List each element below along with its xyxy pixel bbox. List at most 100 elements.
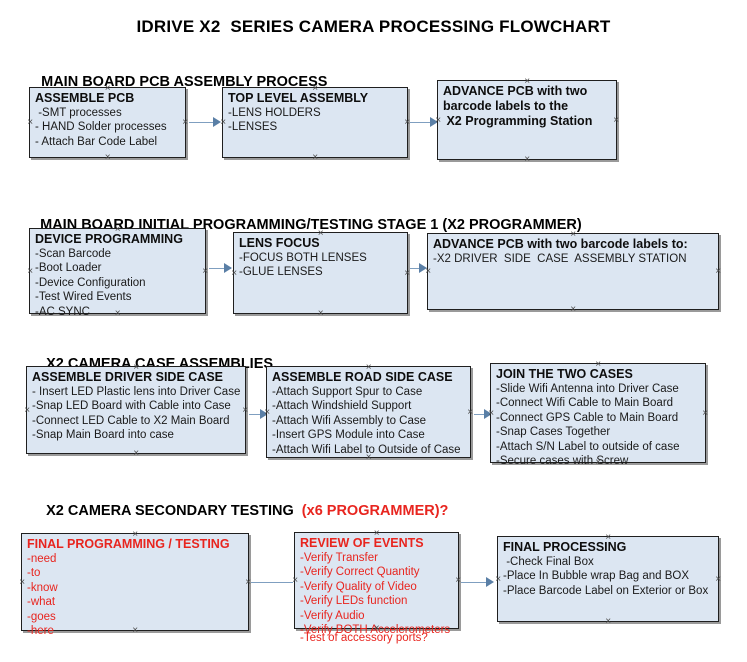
process-box-top-level-assembly[interactable]: TOP LEVEL ASSEMBLY -LENS HOLDERS -LENSES — [222, 87, 408, 158]
box-title: LENS FOCUS — [239, 236, 320, 250]
resize-handle-bottom[interactable] — [594, 458, 603, 467]
box-line: -Attach Wifi Label to Outside of Case — [272, 443, 461, 456]
box-line: -to — [27, 567, 41, 580]
process-box-final-processing[interactable]: FINAL PROCESSING -Check Final Box -Place… — [497, 536, 719, 622]
box-line: X2 Programming Station — [443, 114, 593, 128]
resize-handle-top[interactable] — [103, 84, 112, 93]
box-line: -Insert GPS Module into Case — [272, 429, 425, 442]
box-line: -Snap LED Board with Cable into Case — [32, 400, 231, 413]
box-line: -Verify Audio — [300, 609, 365, 622]
resize-handle-top[interactable] — [364, 363, 373, 372]
resize-handle-top[interactable] — [569, 230, 578, 239]
resize-handle-right[interactable] — [701, 409, 710, 418]
connector-arrow[interactable] — [474, 414, 490, 415]
resize-handle-top[interactable] — [523, 77, 532, 86]
box-line: -LENSES — [228, 121, 278, 134]
process-box-final-programming-testing[interactable]: FINAL PROGRAMMING / TESTING -need -to -k… — [18, 530, 249, 637]
resize-handle-bottom[interactable] — [316, 309, 325, 318]
connector-arrowhead-icon — [486, 577, 494, 587]
resize-handle-bottom[interactable] — [569, 305, 578, 314]
process-box-review-of-events[interactable]: REVIEW OF EVENTS -Verify Transfer -Verif… — [291, 529, 459, 644]
process-box-join-the-two-cases[interactable]: JOIN THE TWO CASES -Slide Wifi Antenna i… — [487, 360, 706, 467]
box-title: ASSEMBLE DRIVER SIDE CASE — [32, 370, 224, 384]
box-line: -Verify Transfer — [300, 552, 378, 564]
box-line: -Attach Wifi Assembly to Case — [272, 414, 427, 427]
box-line: -Verify BOTH Accelerometers — [300, 624, 451, 637]
resize-handle-bottom[interactable] — [364, 453, 373, 462]
resize-handle-left[interactable] — [26, 267, 35, 276]
page-title: IDRIVE X2 SERIES CAMERA PROCESSING FLOWC… — [136, 17, 611, 36]
section-heading-text: X2 CAMERA SECONDARY TESTING — [46, 503, 302, 519]
connector-arrow[interactable] — [249, 414, 267, 415]
resize-handle-left[interactable] — [230, 269, 239, 278]
section-heading-annotation: (x6 PROGRAMMER)? — [301, 503, 449, 519]
resize-handle-bottom[interactable] — [113, 309, 122, 318]
connector-arrow[interactable] — [410, 122, 435, 123]
resize-handle-right[interactable] — [466, 408, 475, 417]
box-line: -Secure cases with Screw — [496, 455, 629, 468]
box-title: TOP LEVEL ASSEMBLY — [228, 91, 369, 105]
connector-arrow[interactable] — [251, 582, 293, 583]
connector-arrow[interactable] — [461, 582, 492, 583]
resize-handle-top[interactable] — [604, 533, 613, 542]
box-title: DEVICE PROGRAMMING — [35, 232, 183, 246]
box-line: -Test Wired Events — [35, 291, 132, 304]
box-line: -here — [27, 625, 54, 638]
resize-handle-left[interactable] — [263, 408, 272, 417]
resize-handle-left[interactable] — [434, 116, 443, 125]
box-line: -Connect GPS Cable to Main Board — [496, 411, 679, 424]
box-line: -need — [27, 553, 57, 565]
process-box-assemble-pcb[interactable]: ASSEMBLE PCB -SMT processes - HAND Solde… — [29, 87, 186, 158]
resize-handle-right[interactable] — [612, 116, 621, 125]
resize-handle-right[interactable] — [714, 267, 723, 276]
resize-handle-top[interactable] — [132, 363, 141, 372]
resize-handle-bottom[interactable] — [131, 626, 140, 635]
resize-handle-top[interactable] — [316, 229, 325, 238]
resize-handle-bottom[interactable] — [604, 617, 613, 626]
resize-handle-left[interactable] — [26, 118, 35, 127]
box-line: -Place In Bubble wrap Bag and BOX — [503, 570, 690, 583]
resize-handle-bottom[interactable] — [103, 153, 112, 162]
resize-handle-top[interactable] — [594, 360, 603, 369]
process-box-lens-focus[interactable]: LENS FOCUS -FOCUS BOTH LENSES -GLUE LENS… — [233, 232, 408, 314]
process-box-assemble-road-side-case[interactable]: ASSEMBLE ROAD SIDE CASE -Attach Support … — [266, 366, 471, 458]
connector-arrow[interactable] — [189, 122, 216, 123]
process-box-advance-pcb-programming-station[interactable]: ADVANCE PCB with two barcode labels to t… — [437, 80, 617, 160]
box-line: -Verify LEDs function — [300, 595, 408, 608]
box-line: -SMT processes — [35, 107, 122, 119]
resize-handle-left[interactable] — [219, 118, 228, 127]
connector-arrow[interactable] — [209, 268, 231, 269]
box-title: ADVANCE PCB with two — [443, 84, 588, 98]
box-line: - HAND Solder processes — [35, 121, 167, 134]
resize-handle-left[interactable] — [424, 267, 433, 276]
resize-handle-right[interactable] — [403, 269, 412, 278]
resize-handle-right[interactable] — [454, 576, 463, 585]
resize-handle-top[interactable] — [131, 530, 140, 539]
resize-handle-left[interactable] — [23, 406, 32, 415]
resize-handle-left[interactable] — [18, 578, 27, 587]
box-line: -X2 DRIVER SIDE CASE ASSEMBLY STATION — [433, 253, 687, 265]
box-line: -goes — [27, 610, 56, 623]
process-box-assemble-driver-side-case[interactable]: ASSEMBLE DRIVER SIDE CASE - Insert LED P… — [26, 366, 246, 454]
resize-handle-bottom[interactable] — [132, 449, 141, 458]
resize-handle-right[interactable] — [714, 575, 723, 584]
box-line: -what — [27, 596, 56, 609]
process-box-device-programming[interactable]: DEVICE PROGRAMMING -Scan Barcode -Boot L… — [26, 225, 206, 318]
connector-arrow[interactable] — [410, 268, 425, 269]
box-title: REVIEW OF EVENTS — [300, 536, 424, 550]
resize-handle-bottom[interactable] — [311, 153, 320, 162]
resize-handle-left[interactable] — [487, 409, 496, 418]
resize-handle-left[interactable] — [494, 575, 503, 584]
box-title: ASSEMBLE ROAD SIDE CASE — [272, 370, 453, 384]
section-heading-secondary-testing: X2 CAMERA SECONDARY TESTING (x6 PROGRAMM… — [30, 487, 448, 535]
resize-handle-top[interactable] — [311, 84, 320, 93]
resize-handle-top[interactable] — [113, 225, 122, 234]
resize-handle-top[interactable] — [372, 529, 381, 538]
resize-handle-bottom[interactable] — [523, 155, 532, 164]
resize-handle-left[interactable] — [291, 576, 300, 585]
box-line: -GLUE LENSES — [239, 266, 323, 279]
box-line: - Insert LED Plastic lens into Driver Ca… — [32, 386, 241, 398]
resize-handle-bottom[interactable] — [372, 624, 381, 633]
process-box-advance-pcb-driver-side[interactable]: ADVANCE PCB with two barcode labels to: … — [427, 233, 719, 310]
